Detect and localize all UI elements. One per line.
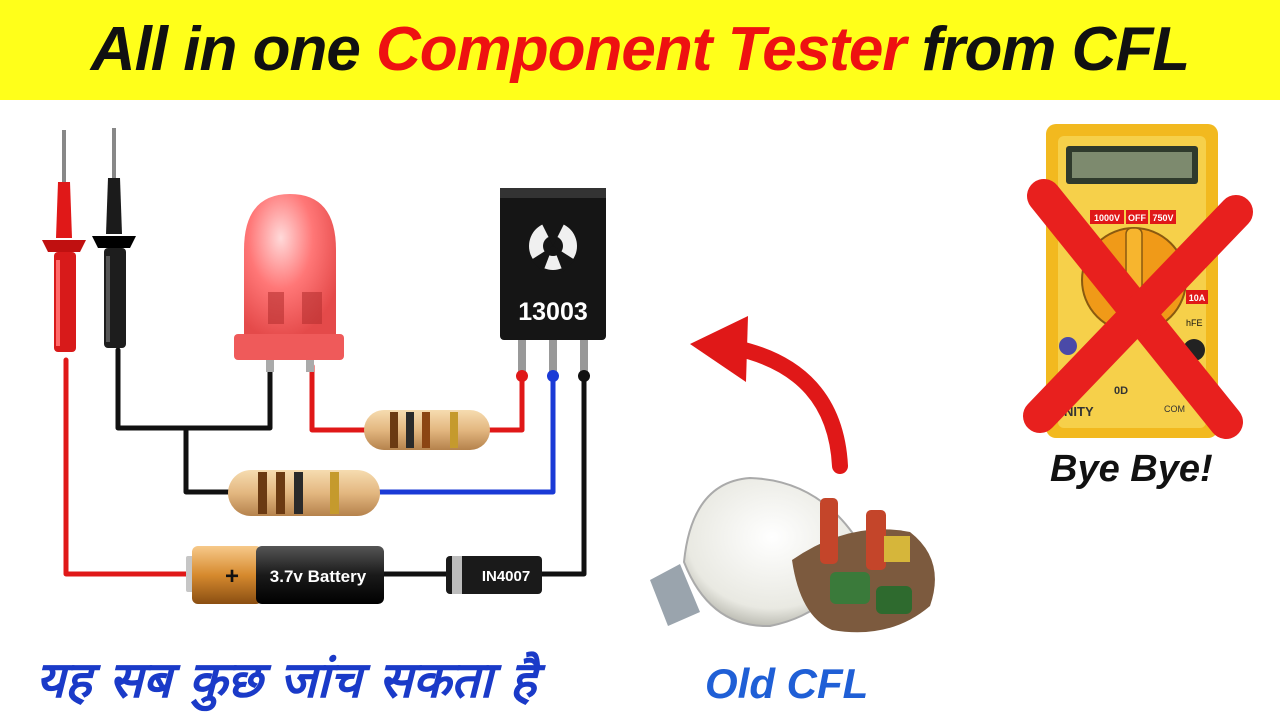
cfl-bulb-icon: [650, 476, 935, 633]
diode-label: IN4007: [482, 568, 530, 585]
bye-bye-caption: Bye Bye!: [1050, 448, 1213, 490]
hindi-caption: यह सब कुछ जांच सकता है: [36, 651, 537, 709]
title-part-2: Component Tester: [376, 15, 906, 84]
resistor-icon: [364, 410, 490, 450]
battery-plus-sign: +: [225, 563, 239, 590]
cross-icon: [1023, 179, 1253, 439]
arrow-icon: [690, 316, 848, 474]
page-title: All in one Component Tester from CFL: [0, 4, 1280, 96]
diode-icon: IN4007: [446, 556, 542, 594]
dial-label-off: OFF: [1128, 213, 1146, 223]
title-banner: [0, 0, 1280, 100]
dial-label-750v: 750V: [1152, 213, 1173, 223]
red-probe-icon: [42, 130, 86, 352]
title-part-3: from CFL: [905, 15, 1191, 84]
black-probe-icon: [92, 128, 136, 348]
resistor-icon-2: [228, 470, 380, 516]
model-label: 0D: [1114, 385, 1128, 397]
transistor-label: 13003: [518, 298, 588, 326]
title-part-1: All in one: [90, 15, 377, 84]
battery-icon: + 3.7v Battery: [186, 546, 384, 604]
dial-label-hfe: hFE: [1186, 318, 1203, 328]
battery-label: 3.7v Battery: [270, 567, 367, 586]
dial-label-com: COM: [1164, 404, 1185, 414]
led-icon: [234, 194, 344, 372]
dial-label-10a: 10A: [1189, 293, 1206, 303]
transistor-icon: 13003: [500, 188, 606, 382]
wires: [63, 347, 587, 577]
dial-label-1000v: 1000V: [1094, 213, 1120, 223]
old-cfl-caption: Old CFL: [705, 660, 869, 707]
